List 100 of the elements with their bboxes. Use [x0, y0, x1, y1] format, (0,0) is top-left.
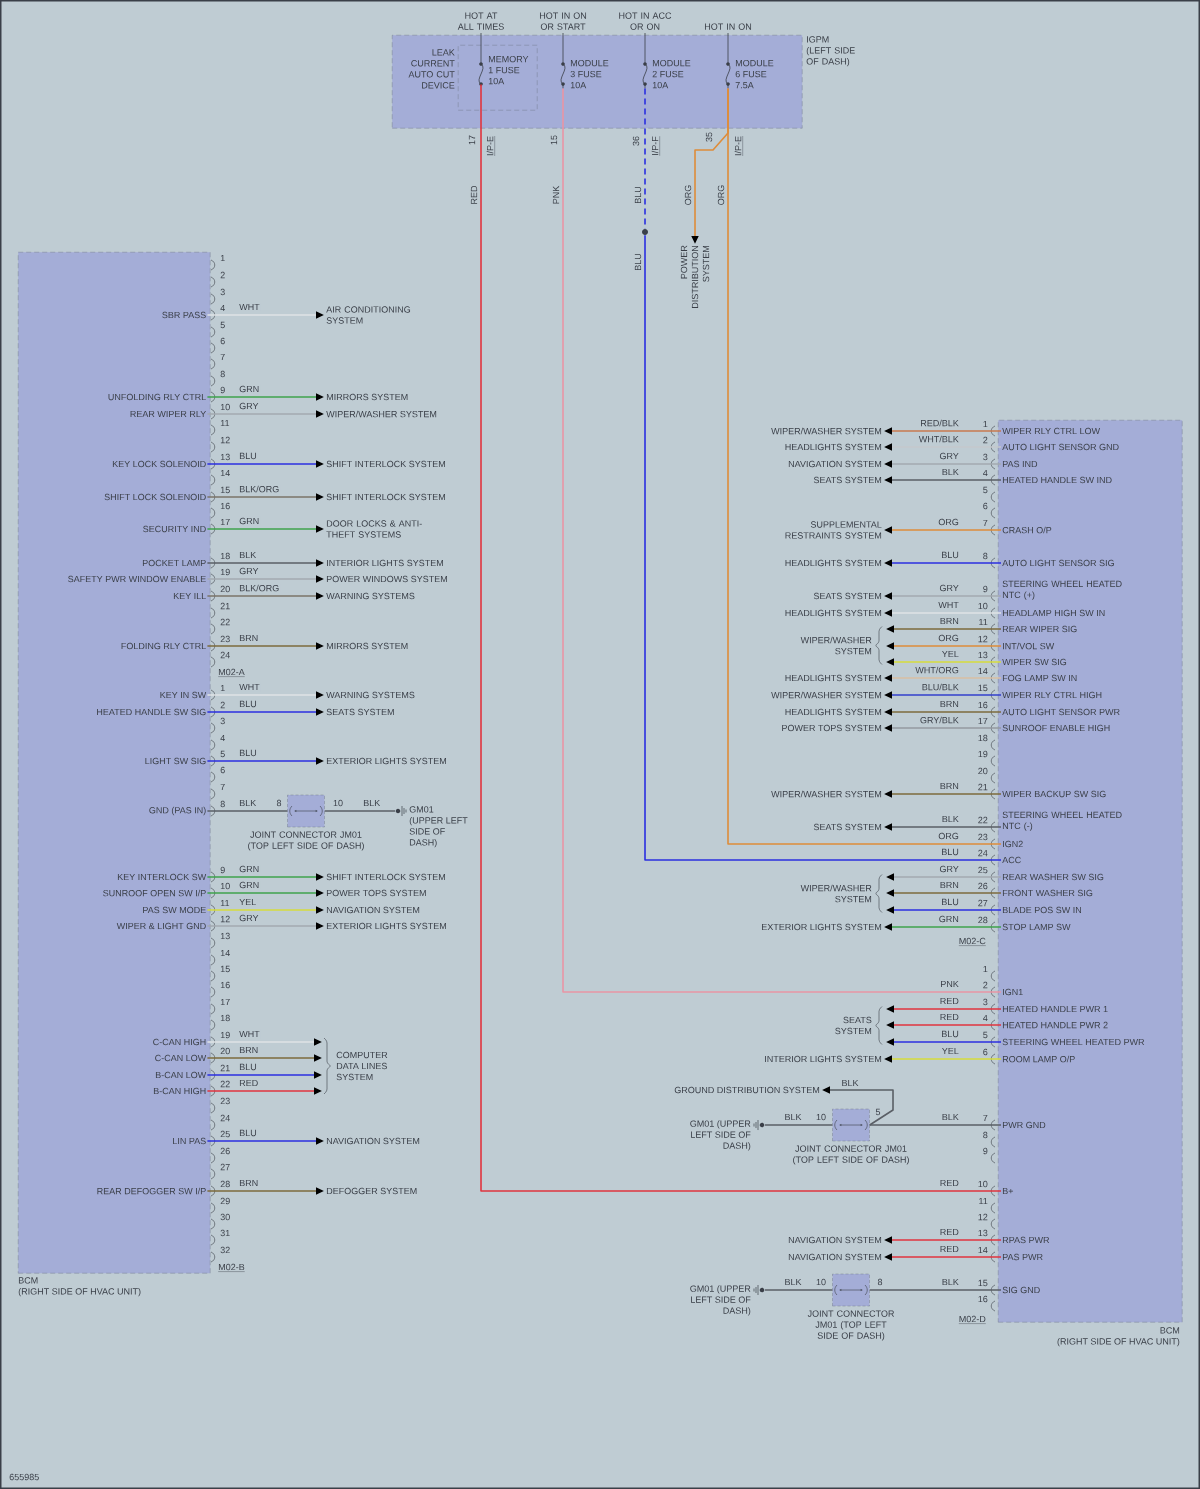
pin-label: AUTO LIGHT SENSOR PWR — [1002, 708, 1120, 716]
pin-number: 1 — [983, 420, 988, 428]
pin-number: 5 — [983, 1031, 988, 1039]
wire-color-label: WHT — [937, 600, 960, 610]
system-label: NAVIGATION SYSTEM — [326, 1137, 420, 1145]
system-label: WARNING SYSTEMS — [326, 691, 415, 699]
wire-color-label: ORG — [938, 832, 959, 840]
wire-color-label: WHT — [238, 302, 261, 312]
wire-color-label: BLU — [238, 1062, 258, 1072]
wire-color-label: BRN — [238, 1178, 260, 1188]
wire-color-label: RED — [938, 1012, 960, 1022]
pin-label: HEADLAMP HIGH SW IN — [1002, 609, 1105, 617]
pin-label: B-CAN HIGH — [153, 1087, 206, 1095]
pin-label: SIG GND — [1002, 1286, 1040, 1294]
system-label: SHIFT INTERLOCK SYSTEM — [326, 460, 445, 468]
wire-color-label: GRY — [238, 913, 260, 923]
pin-label: STEERING WHEEL HEATED NTC (-) — [1002, 811, 1122, 831]
pin-number: 17 — [978, 717, 988, 725]
system-label: EXTERIOR LIGHTS SYSTEM — [326, 922, 446, 930]
pin-label: RPAS PWR — [1002, 1236, 1050, 1244]
pin-number: 22 — [220, 1080, 230, 1088]
ground-point: GM01 (UPPER LEFT SIDE OF DASH) — [690, 1119, 765, 1151]
pin-number: 4 — [983, 469, 988, 477]
pin-number: 14 — [978, 667, 988, 675]
pin-number: 21 — [978, 783, 988, 791]
wire-color-label: GRN — [238, 880, 261, 890]
pin-number: 10 — [333, 799, 343, 807]
system-label: HEADLIGHTS SYSTEM — [785, 708, 882, 716]
wire-color-label: PNK — [551, 184, 561, 206]
wire-color-label: BLK — [940, 814, 960, 824]
wire-color-label: BLK — [238, 798, 258, 808]
pin-number: 23 — [220, 635, 230, 643]
pin-label: FRONT WASHER SIG — [1002, 889, 1093, 897]
wire-color-label: RED — [938, 1227, 960, 1237]
node-label: GM01 (UPPER LEFT SIDE OF DASH) — [690, 1120, 751, 1151]
wire-color-label: BLK/ORG — [238, 583, 281, 593]
pin-number: 18 — [978, 734, 988, 742]
pin-number: 15 — [978, 684, 988, 692]
system-label: POWER DISTRIBUTION SYSTEM — [680, 245, 710, 308]
pin-label: REAR WASHER SW SIG — [1002, 873, 1104, 881]
pin-label: KEY INTERLOCK SW — [117, 873, 207, 881]
pin-number: 29 — [220, 1197, 230, 1205]
pin-label: IGN1 — [1003, 988, 1023, 996]
system-label: NAVIGATION SYSTEM — [326, 906, 420, 914]
pin-label: PWR GND — [1002, 1121, 1046, 1129]
wire-color-label: BLK — [783, 1277, 803, 1287]
wire-color-label: RED — [238, 1078, 260, 1088]
supply-label: HOT IN ACC OR ON — [619, 12, 672, 30]
wire — [868, 1289, 1002, 1291]
pin-number: 14 — [220, 949, 230, 957]
pin-number: 8 — [220, 370, 225, 378]
pin-label: KEY IN SW — [160, 691, 207, 699]
pin-number: 11 — [220, 419, 230, 427]
fuse: MODULE 6 FUSE 7.5A — [725, 32, 774, 89]
supply-label: HOT AT ALL TIMES — [457, 12, 504, 30]
pin-number: 11 — [979, 1197, 988, 1205]
pin-label: WIPER SW SIG — [1002, 658, 1067, 666]
node-label: GM01 (UPPER LEFT SIDE OF DASH) — [409, 806, 468, 848]
system-label: POWER TOPS SYSTEM — [326, 889, 426, 897]
node-label: LEAK CURRENT AUTO CUT DEVICE — [408, 49, 455, 89]
pin-number: 7 — [983, 1114, 988, 1122]
pin-number: 21 — [220, 602, 230, 610]
pin-number: 5 — [983, 486, 988, 494]
node-label: JOINT CONNECTOR JM01 (TOP LEFT SIDE OF DASH) — [793, 1145, 909, 1165]
wire-color-label: ORG — [937, 633, 960, 643]
pin-label: C-CAN LOW — [155, 1054, 207, 1062]
pin-number: 19 — [220, 1031, 230, 1039]
wire-color-label: YEL — [940, 649, 960, 659]
supply-label: HOT IN ON — [705, 23, 752, 30]
wire-color-label: BLU — [238, 699, 258, 709]
wire — [480, 83, 1002, 1192]
system-label: WIPER/WASHER SYSTEM — [771, 790, 882, 798]
pin-number: 15 — [220, 965, 230, 973]
pin-number: 27 — [220, 1163, 230, 1171]
wire-color-label: BRN — [938, 880, 960, 890]
pin-number: 24 — [978, 849, 988, 857]
system-label: DOOR LOCKS & ANTI-THEFT SYSTEMS — [326, 520, 422, 538]
pin-number: 4 — [983, 1014, 988, 1022]
pin-number: 12 — [978, 635, 988, 643]
pin-label: FOG LAMP SW IN — [1002, 674, 1077, 682]
pin-number: 23 — [978, 833, 988, 841]
terminal-label: 17 — [468, 135, 476, 145]
wire-color-label: BLU — [940, 550, 960, 560]
wire-color-label: BRN — [938, 699, 960, 709]
pin-label: PAS SW MODE — [143, 906, 206, 914]
wire — [206, 810, 289, 812]
system-label: INTERIOR LIGHTS SYSTEM — [327, 559, 443, 567]
pin-number: 20 — [978, 767, 988, 775]
wire-color-label: RED/BLK — [919, 418, 960, 428]
pin-number: 3 — [220, 717, 225, 725]
pin-label: REAR WIPER SIG — [1002, 625, 1077, 633]
pin-number: 12 — [220, 915, 230, 923]
pin-number: 8 — [276, 799, 282, 807]
pin-label: SHIFT LOCK SOLENOID — [104, 493, 206, 501]
pin-number: 26 — [978, 882, 988, 890]
wire-color-label: BRN — [238, 633, 260, 643]
system-label: AIR CONDITIONING SYSTEM — [326, 306, 411, 324]
system-label: NAVIGATION SYSTEM — [788, 1253, 882, 1261]
node-label: MODULE 2 FUSE 10A — [652, 59, 691, 89]
pin-label: WIPER RLY CTRL HIGH — [1002, 691, 1102, 699]
